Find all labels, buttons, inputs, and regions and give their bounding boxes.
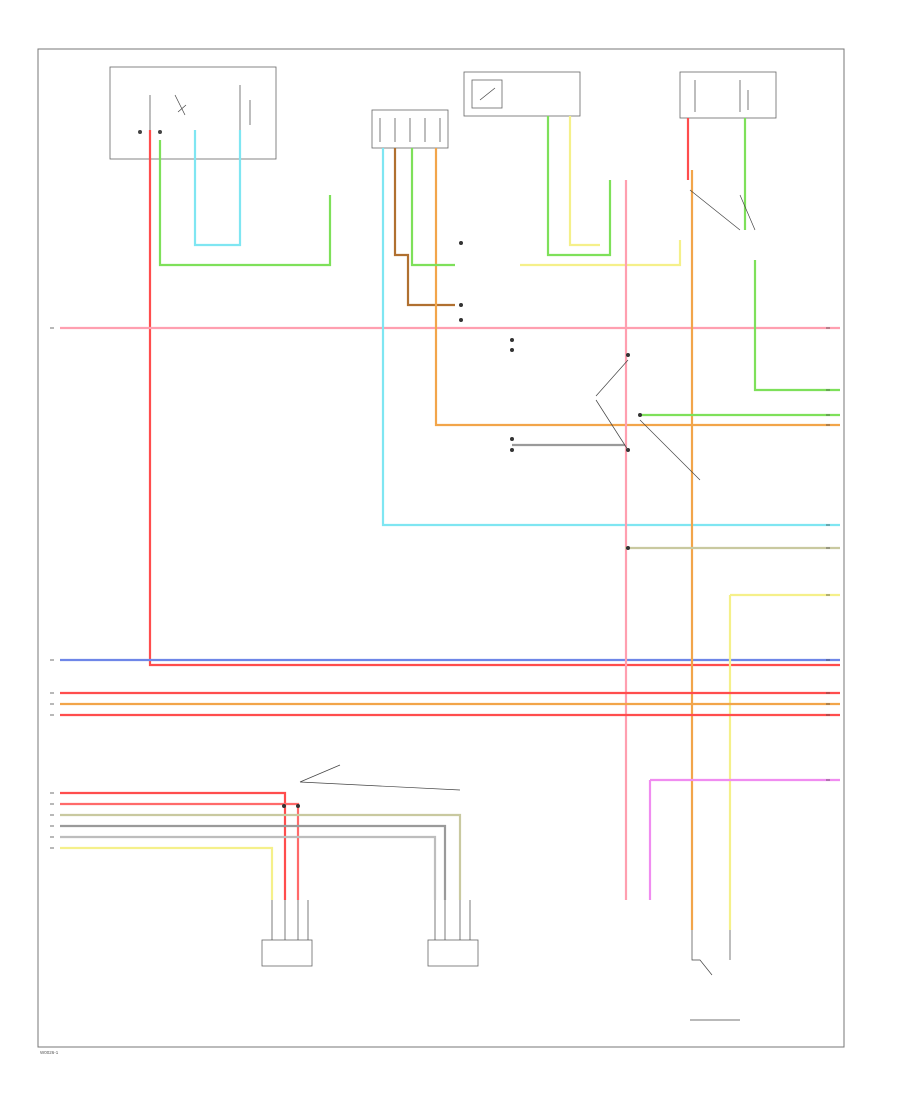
harness-gray bbox=[60, 824, 447, 900]
component-box-center bbox=[371, 109, 449, 149]
figure-code: W0026-1 bbox=[40, 1050, 59, 1055]
wire-yellow-right bbox=[728, 593, 840, 930]
switch-bottom-right bbox=[690, 930, 740, 1021]
wire-cyan-center bbox=[381, 148, 840, 527]
component-box-left bbox=[109, 66, 277, 160]
wire-brown bbox=[393, 148, 455, 307]
wire-violet-right bbox=[648, 778, 840, 900]
wire-green-center bbox=[410, 148, 455, 267]
component-box-right bbox=[679, 71, 777, 119]
wire-orange bbox=[434, 148, 840, 427]
diagram-border bbox=[37, 48, 845, 1048]
sensor-right bbox=[427, 900, 479, 967]
wire-green-right bbox=[743, 118, 840, 392]
harness-red-2 bbox=[60, 802, 300, 900]
wire-yellow-center bbox=[520, 240, 682, 267]
wire-red-left bbox=[148, 130, 840, 667]
component-box-module bbox=[463, 71, 581, 117]
wire-yellow-module bbox=[568, 116, 600, 247]
wire-set bbox=[60, 116, 840, 930]
leader-lines bbox=[299, 189, 756, 791]
harness-yellow bbox=[60, 846, 274, 900]
wire-green-left bbox=[158, 140, 332, 267]
wire-cyan-left bbox=[193, 130, 242, 247]
harness-olive bbox=[60, 813, 462, 900]
harness-gray-2 bbox=[60, 835, 437, 900]
edge-markers bbox=[50, 327, 830, 849]
harness-red bbox=[60, 791, 287, 900]
wire-green-module bbox=[546, 116, 612, 257]
sensor-left bbox=[261, 900, 313, 967]
